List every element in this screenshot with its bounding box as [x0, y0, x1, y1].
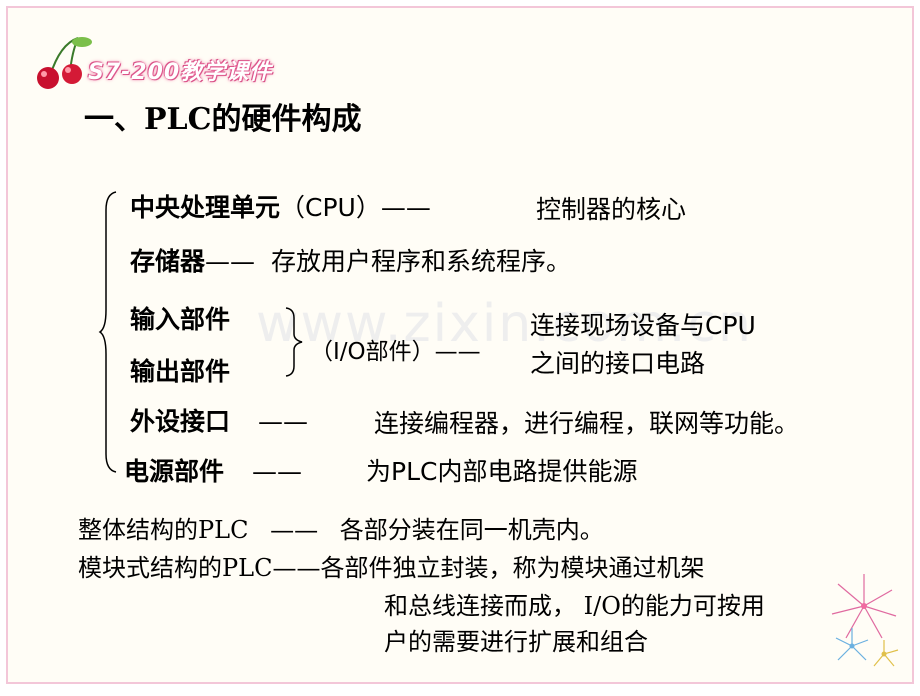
component-input: 输入部件 [130, 300, 230, 336]
io-brace-icon [285, 307, 303, 377]
component-suffix: （CPU）—— [280, 193, 431, 222]
component-desc: 存放用户程序和系统程序。 [270, 247, 571, 276]
component-name: 输入部件 [130, 305, 231, 334]
component-name: 输出部件 [130, 357, 231, 386]
structure-dash: —— [270, 516, 319, 544]
component-desc: 控制器的核心 [536, 195, 687, 224]
component-peripheral: 外设接口 —— [130, 402, 308, 438]
cherry-icon [37, 37, 92, 89]
io-desc-line1: 连接现场设备与CPU [530, 311, 756, 340]
fireworks-icon [831, 574, 899, 667]
slide: S7-200教学课件 一、PLC的硬件构成 www.zixin.com.cn 中… [6, 6, 914, 684]
structure-desc: 各部件独立封装，称为模块通过机架 [320, 554, 705, 582]
component-suffix: —— [257, 407, 308, 436]
structure-integral: 整体结构的PLC —— 各部分装在同一机壳内。 [78, 510, 604, 545]
component-cpu: 中央处理单元（CPU）—— [130, 188, 431, 224]
structure-text: 模块式结构的PLC—— [78, 554, 321, 582]
component-power: 电源部件 —— [124, 452, 302, 488]
left-brace-icon [98, 191, 117, 473]
watermark: www.zixin.com.cn [256, 294, 753, 354]
io-desc-line2: 之间的接口电路 [530, 349, 706, 378]
component-suffix: —— [205, 247, 256, 276]
component-name: 存储器 [130, 247, 206, 276]
structure-desc: 各部分装在同一机壳内。 [339, 516, 604, 544]
component-name: 外设接口 [130, 407, 231, 436]
component-desc: 为PLC内部电路提供能源 [366, 457, 638, 486]
logo-text: S7-200教学课件 [88, 60, 273, 85]
structure-modular: 模块式结构的PLC——各部件独立封装，称为模块通过机架 [78, 548, 704, 583]
component-output: 输出部件 [130, 352, 230, 388]
structure-cont-line2: 户的需要进行扩展和组合 [384, 628, 648, 656]
structure-text: 整体结构的PLC [78, 516, 249, 544]
page-title: 一、PLC的硬件构成 [84, 102, 362, 137]
component-name: 中央处理单元 [130, 193, 281, 222]
component-name: 电源部件 [124, 457, 225, 486]
component-suffix: —— [251, 457, 302, 486]
io-label: （I/O部件）—— [310, 339, 481, 365]
component-desc: 连接编程器，进行编程，联网等功能。 [374, 409, 800, 438]
structure-cont-line1: 和总线连接而成， I/O的能力可按用 [384, 592, 765, 620]
component-memory: 存储器—— 存放用户程序和系统程序。 [130, 242, 571, 278]
